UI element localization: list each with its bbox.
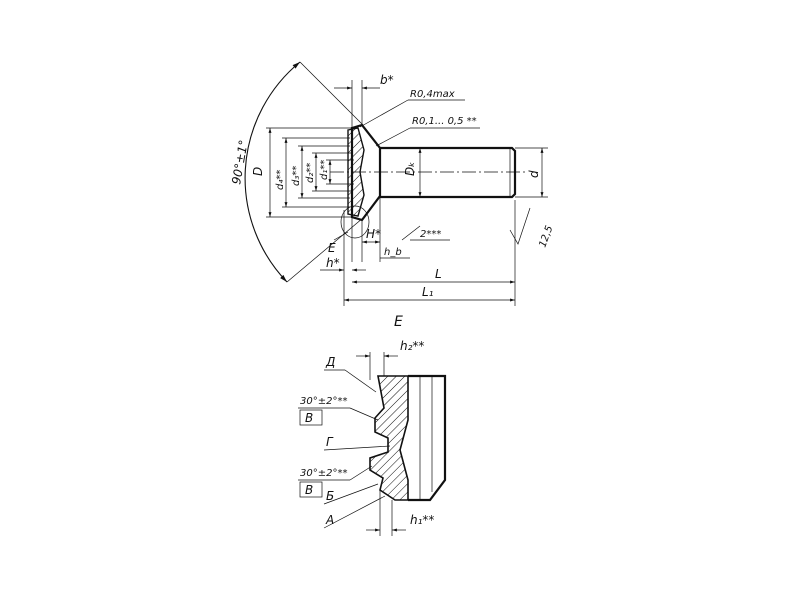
L1-label: L₁	[422, 285, 434, 299]
roughness125-label: 12,5	[537, 224, 555, 249]
h2-label: h₂**	[400, 339, 424, 353]
rrange-label: R0,1... 0,5 **	[412, 116, 477, 127]
angle-arc	[244, 61, 301, 283]
V1-frame	[299, 409, 323, 426]
h-label: h*	[326, 256, 340, 270]
E-section-label: E	[394, 314, 403, 330]
screw-shank	[380, 146, 517, 199]
d3-label: d₃**	[291, 166, 302, 186]
H-label: H*	[366, 227, 381, 241]
h1-label: h₁**	[410, 513, 434, 527]
A-label: А	[325, 513, 334, 527]
angle1-label: 30°±2°**	[300, 396, 347, 407]
rmax-label: R0,4max	[410, 89, 455, 100]
Dk-label: Dₖ	[403, 162, 417, 176]
hb-label: h_b	[384, 247, 402, 258]
section-hatch	[369, 375, 409, 501]
b-label: b*	[380, 73, 394, 87]
B-cyr-label: Б	[326, 489, 334, 503]
D-cyr-label: Д	[325, 355, 335, 369]
V2-frame	[299, 481, 323, 498]
angle-label: 90°±1°	[229, 139, 251, 186]
section-shank	[408, 374, 447, 502]
V2-label: В	[305, 483, 313, 497]
detail-circle	[340, 205, 370, 239]
screw-view: 90°±1° b* R0,4max R0,1... 0,5 ** D d₄** …	[229, 61, 555, 330]
G-cyr-label: Г	[326, 435, 334, 449]
angle2-label: 30°±2°**	[300, 468, 347, 479]
d1-label: d₁**	[319, 160, 330, 180]
V1-label: В	[305, 411, 313, 425]
E-top-label: E	[328, 241, 336, 255]
D-label: D	[251, 167, 265, 176]
L-label: L	[435, 267, 442, 281]
roughness2-label: 2***	[420, 229, 441, 240]
d-label: d	[527, 170, 541, 178]
section-detail: h₂** Д 30°±2°** В Г 30°±2°** В Б А h₁**	[298, 339, 447, 536]
d2-label: d₂**	[305, 163, 316, 183]
d4-label: d₄**	[275, 170, 286, 190]
